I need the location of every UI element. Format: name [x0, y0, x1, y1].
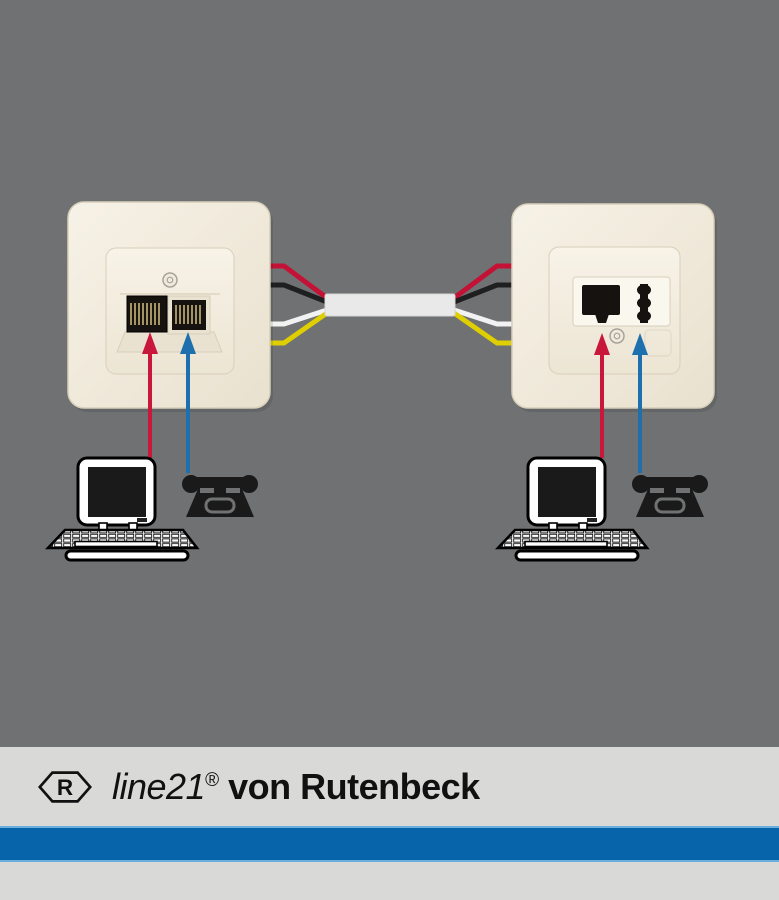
wiring-diagram [0, 0, 779, 747]
tae-port [637, 284, 651, 323]
red-arrow-right [594, 333, 610, 458]
rj45-port [582, 285, 620, 323]
connecting-cable-assembly [264, 263, 517, 346]
cable-sheath [324, 293, 456, 317]
screw-slot [166, 276, 174, 284]
screw-slot [613, 332, 621, 340]
jack-pins [175, 305, 201, 324]
registered-mark: ® [205, 769, 219, 791]
blue-arrow-right [632, 333, 648, 473]
embossed-logo [644, 329, 672, 357]
logo-hexagon [38, 770, 92, 803]
product-name: line21 [112, 765, 206, 807]
jack-pins [130, 303, 160, 325]
brand-bar: R line21® von Rutenbeck [0, 747, 779, 826]
jack-shelf [116, 331, 223, 353]
wire-yellow-right [452, 310, 517, 346]
company-name: von Rutenbeck [228, 765, 480, 807]
right-wall-socket [511, 203, 717, 412]
jack-opening [582, 285, 620, 315]
screw-icon [609, 328, 625, 344]
wire-black-right [453, 282, 517, 305]
rj45-port-left [126, 295, 168, 333]
brand-wordmark: line21® von Rutenbeck [112, 766, 480, 808]
brand-stripe [0, 826, 779, 862]
bottom-strip [0, 862, 779, 900]
jack-latch-notch [595, 314, 609, 323]
wire-white-right [453, 307, 517, 327]
computer-icon-right [496, 456, 649, 562]
rj45-port-right [167, 295, 211, 335]
wire-red-left [264, 263, 329, 301]
red-arrow-left [142, 332, 158, 458]
screw-icon [162, 272, 178, 288]
telephone-icon-left [180, 473, 260, 519]
wire-yellow-left [264, 310, 329, 346]
jack-opening [172, 300, 206, 330]
blue-arrow-left [180, 332, 196, 473]
rutenbeck-logo: R [38, 770, 92, 803]
wire-red-right [452, 263, 517, 301]
left-wall-socket [67, 201, 273, 412]
computer-icon-left [46, 456, 199, 562]
telephone-icon-right [630, 473, 710, 519]
logo-letter: R [57, 775, 73, 800]
